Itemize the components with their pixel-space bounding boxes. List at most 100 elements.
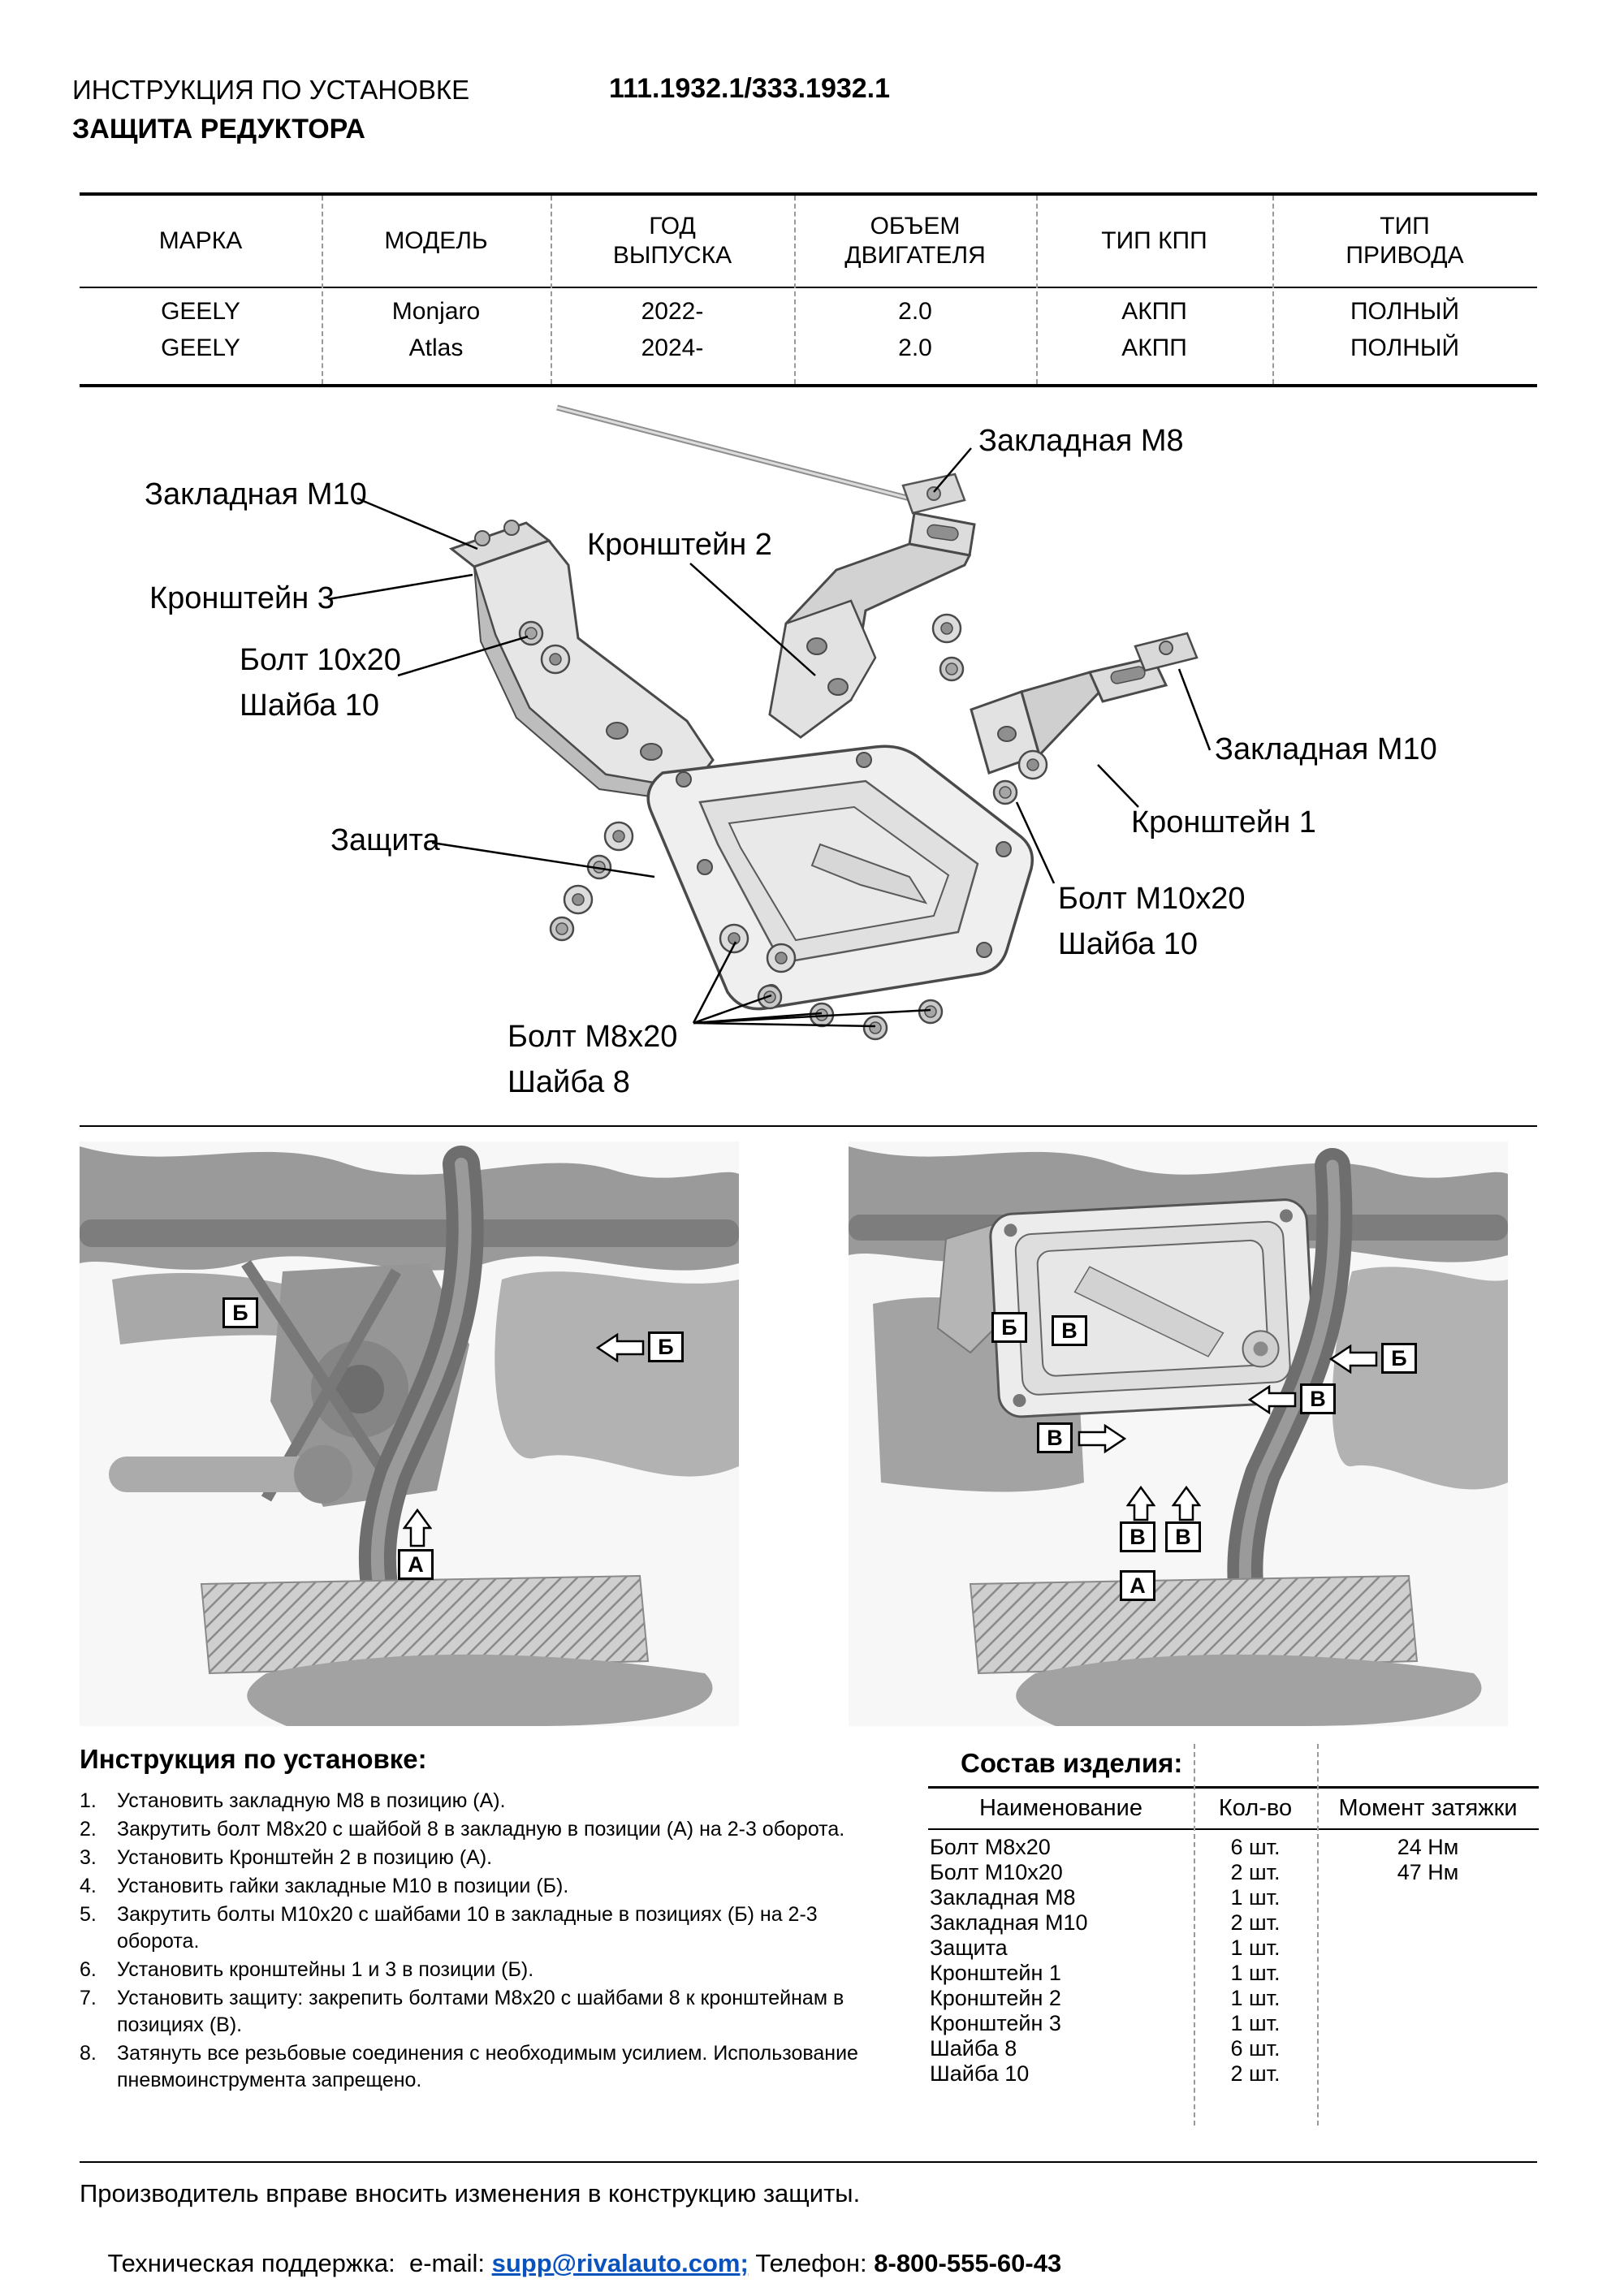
cell: ПОЛНЫЙ [1350, 334, 1460, 361]
up-arrow-icon [403, 1508, 432, 1547]
instruction-step: 2. Закрутить болт М8х20 с шайбой 8 в закл… [80, 1816, 900, 1843]
position-marker-b: Б [648, 1331, 684, 1362]
left-arrow-icon [1329, 1344, 1378, 1374]
cell: Atlas [408, 334, 464, 361]
part-torque [1317, 1961, 1539, 1986]
position-marker-b: Б [222, 1297, 258, 1328]
position-marker-a: А [398, 1549, 434, 1580]
cell: ПОЛНЫЙ [1350, 298, 1460, 325]
step-number: 2. [80, 1818, 97, 1841]
vehicle-table: МАРКА МОДЕЛЬ ГОД ВЫПУСКА ОБЪЕМ ДВИГАТЕЛЯ… [80, 192, 1537, 387]
part-qty: 2 шт. [1230, 2061, 1281, 2086]
support-email-link[interactable]: supp@rivalauto.com; [491, 2249, 749, 2277]
phone-label: Телефон: [748, 2249, 875, 2277]
part-name: Защита [930, 1936, 1008, 1960]
zakladnaya-m8-part [556, 404, 966, 515]
label-kronshtein-3: Кронштейн 3 [149, 581, 335, 615]
column-divider [322, 196, 323, 384]
part-name: Кронштейн 2 [930, 1986, 1061, 2010]
table-row: Кронштейн 2 1 шт. [928, 1986, 1539, 2011]
cell: 2024- [641, 334, 704, 361]
cell: 2.0 [898, 298, 932, 325]
step-number: 4. [80, 1875, 97, 1897]
label-bolt-m10x20: Болт М10х20 [1058, 882, 1246, 916]
parts-table-header: Наименование Кол-во Момент затяжки [928, 1786, 1539, 1830]
table-row: GEELY Atlas 2024- 2.0 АКПП ПОЛНЫЙ [80, 330, 1537, 366]
step-text: Установить гайки закладные М10 в позиции… [117, 1875, 569, 1897]
label-shayba-8: Шайба 8 [508, 1065, 630, 1099]
cell: АКПП [1121, 334, 1187, 361]
section-divider [80, 1125, 1537, 1127]
part-name: Закладная М8 [930, 1885, 1076, 1910]
support-prefix: Техническая поддержка: e-mail: [107, 2249, 492, 2277]
step-text: Установить защиту: закрепить болтами М8х… [117, 1987, 844, 2036]
part-name: Кронштейн 1 [930, 1961, 1061, 1985]
label-bolt-10x20: Болт 10х20 [240, 643, 401, 677]
table-row: Болт М8х20 6 шт. 24 Нм [928, 1835, 1539, 1860]
step-text: Установить закладную М8 в позицию (А). [117, 1789, 506, 1812]
position-marker-b: Б [991, 1312, 1027, 1343]
cell: Monjaro [391, 298, 481, 325]
part-torque [1317, 1885, 1539, 1910]
cell: АКПП [1121, 298, 1187, 325]
column-divider [794, 196, 796, 384]
part-qty: 1 шт. [1230, 1986, 1281, 2010]
instruction-step: 1. Установить закладную М8 в позицию (А). [80, 1788, 900, 1815]
part-torque [1317, 2036, 1539, 2061]
part-name: Болт М10х20 [930, 1860, 1063, 1884]
installed-plate [989, 1198, 1317, 1418]
label-zakladnaya-m10-left: Закладная М10 [145, 477, 367, 511]
zashchita-part [646, 744, 1034, 1011]
bolt-washer-left-column [549, 821, 634, 942]
part-torque [1317, 2061, 1539, 2087]
part-qty: 6 шт. [1230, 2036, 1281, 2061]
part-name: Шайба 10 [930, 2061, 1030, 2086]
page-title: ЗАЩИТА РЕДУКТОРА [72, 114, 365, 145]
parts-table-title: Состав изделия: [961, 1748, 1183, 1778]
step-number: 5. [80, 1903, 97, 1926]
step-number: 3. [80, 1846, 97, 1869]
cell: GEELY [161, 298, 240, 325]
position-marker-b: Б [1381, 1343, 1417, 1374]
part-qty: 2 шт. [1230, 1860, 1281, 1884]
label-zakladnaya-m10-right: Закладная М10 [1215, 732, 1437, 766]
col-header: ТИП КПП [1101, 227, 1207, 254]
leader-lines [327, 447, 1212, 1028]
bolt-10x20-part [518, 620, 571, 675]
column-divider [1036, 196, 1038, 384]
label-bolt-m8x20: Болт М8х20 [508, 1020, 678, 1054]
label-zashchita: Защита [330, 823, 440, 857]
part-qty: 1 шт. [1230, 2011, 1281, 2035]
up-arrow-icon [1172, 1486, 1201, 1521]
col-header: Момент затяжки [1338, 1795, 1518, 1821]
installation-instructions: Инструкция по установке: 1. Установить за… [80, 1744, 900, 2095]
label-kronshtein-2: Кронштейн 2 [587, 528, 772, 562]
table-row: Защита 1 шт. [928, 1936, 1539, 1961]
position-marker-v: В [1165, 1521, 1201, 1552]
label-kronshtein-1: Кронштейн 1 [1131, 805, 1316, 839]
undercarriage-photo-left: Б Б А [80, 1142, 739, 1726]
part-qty: 6 шт. [1230, 1835, 1281, 1859]
step-text: Закрутить болты М10х20 с шайбами 10 в за… [117, 1903, 818, 1953]
part-qty: 1 шт. [1230, 1936, 1281, 1960]
step-text: Установить кронштейны 1 и 3 в позиции (Б… [117, 1958, 534, 1981]
instruction-step: 7.Установить защиту: закрепить болтами М… [80, 1985, 900, 2039]
part-name: Болт М8х20 [930, 1835, 1051, 1859]
col-header: Наименование [978, 1795, 1143, 1821]
step-number: 1. [80, 1789, 97, 1812]
col-header: МАРКА [158, 227, 243, 254]
step-text: Закрутить болт М8х20 с шайбой 8 в заклад… [117, 1818, 845, 1841]
col-header: ТИП ПРИВОДА [1345, 213, 1464, 269]
instruction-steps: 1. Установить закладную М8 в позицию (А).… [80, 1788, 900, 2094]
disclaimer-text: Производитель вправе вносить изменения в… [80, 2179, 861, 2208]
kronshtein-2-part [768, 511, 976, 739]
part-torque: 24 Нм [1397, 1835, 1459, 1859]
position-marker-v: В [1120, 1521, 1155, 1552]
label-shayba-10-right: Шайба 10 [1058, 927, 1199, 961]
instructions-title: Инструкция по установке: [80, 1744, 427, 1774]
kronshtein-3-part [448, 520, 715, 804]
